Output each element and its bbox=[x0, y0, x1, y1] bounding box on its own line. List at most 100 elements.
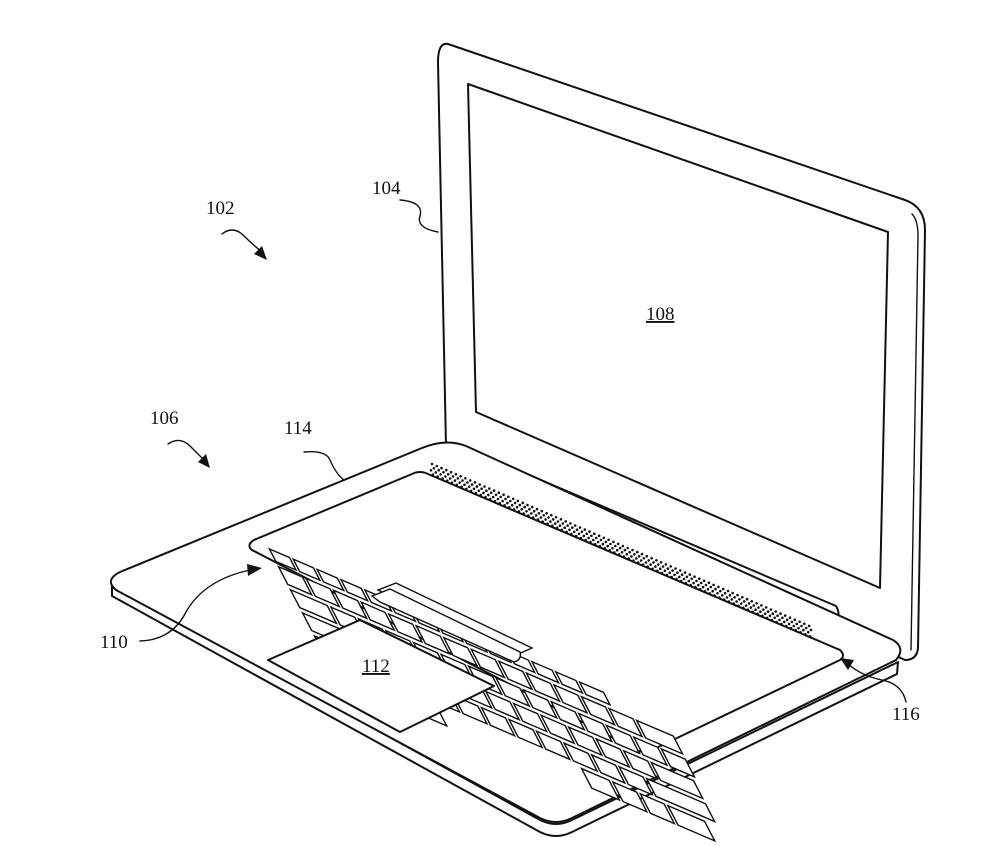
grille-hole bbox=[498, 501, 502, 505]
top-case-surface bbox=[109, 441, 902, 823]
grille-hole bbox=[507, 495, 510, 499]
grille-hole bbox=[561, 522, 565, 525]
grille-hole bbox=[702, 579, 706, 583]
grille-hole bbox=[439, 473, 442, 476]
grille-hole bbox=[606, 544, 609, 548]
keyboard-well bbox=[248, 471, 844, 753]
grille-hole bbox=[475, 485, 479, 488]
grille-hole bbox=[697, 583, 700, 587]
key-r4-c7 bbox=[535, 729, 572, 761]
grille-hole bbox=[453, 479, 457, 482]
grille-hole bbox=[527, 514, 530, 517]
grille-hole bbox=[698, 577, 701, 580]
grille-hole bbox=[537, 512, 541, 515]
grille-hole bbox=[467, 485, 471, 489]
grille-hole bbox=[459, 475, 462, 478]
grille-hole bbox=[769, 608, 773, 611]
grille-hole bbox=[575, 528, 579, 531]
display-screen bbox=[467, 83, 889, 589]
grille-hole bbox=[504, 497, 507, 501]
grille-hole bbox=[671, 569, 674, 572]
grille-hole bbox=[737, 604, 740, 607]
grille-hole bbox=[623, 548, 627, 552]
grille-hole bbox=[765, 616, 769, 620]
grille-hole bbox=[804, 633, 807, 636]
grille-hole bbox=[460, 485, 463, 489]
grille-hole bbox=[474, 491, 478, 495]
grille-hole bbox=[779, 612, 782, 615]
grille-hole bbox=[725, 596, 729, 599]
grille-hole bbox=[720, 594, 724, 597]
grille-hole bbox=[666, 567, 670, 570]
grille-hole bbox=[480, 487, 483, 491]
grille-hole bbox=[468, 479, 472, 482]
grille-hole bbox=[783, 620, 786, 624]
grille-hole bbox=[771, 612, 775, 615]
label-114: 114 bbox=[284, 418, 312, 439]
grille-hole bbox=[744, 604, 748, 607]
grille-hole bbox=[478, 483, 482, 486]
space-bar-face bbox=[370, 588, 522, 663]
grille-hole bbox=[723, 591, 727, 595]
grille-hole bbox=[793, 618, 797, 621]
grille-hole bbox=[789, 626, 793, 630]
grille-hole bbox=[506, 501, 509, 505]
grille-hole bbox=[497, 491, 501, 495]
grille-hole bbox=[450, 481, 454, 485]
grille-hole bbox=[469, 489, 473, 493]
grille-hole bbox=[615, 548, 619, 552]
key-r0-c1 bbox=[291, 557, 322, 582]
key-r4-c11 bbox=[645, 777, 717, 823]
grille-hole bbox=[525, 510, 528, 513]
grille-hole bbox=[437, 468, 441, 472]
grille-hole bbox=[726, 589, 730, 593]
arrowhead-106 bbox=[198, 454, 210, 468]
key-r0-c11 bbox=[530, 660, 561, 685]
grille-hole bbox=[617, 553, 621, 556]
grille-hole bbox=[763, 612, 767, 616]
grille-hole bbox=[440, 466, 443, 470]
grille-hole bbox=[431, 473, 435, 476]
grille-hole bbox=[508, 506, 511, 509]
grille-hole bbox=[616, 542, 620, 546]
grille-hole bbox=[473, 481, 477, 484]
base bbox=[109, 441, 902, 843]
grille-hole bbox=[756, 612, 759, 616]
grille-hole bbox=[535, 507, 539, 511]
grille-hole bbox=[740, 602, 743, 605]
grille-hole bbox=[621, 544, 625, 548]
grille-hole bbox=[712, 583, 715, 587]
grille-hole bbox=[582, 534, 586, 538]
key-r2-c8 bbox=[522, 688, 559, 720]
key-r1-c11 bbox=[579, 695, 617, 727]
key-r1-c10 bbox=[552, 683, 589, 715]
grille-hole bbox=[521, 501, 524, 505]
grille-hole bbox=[612, 540, 615, 544]
grille-hole bbox=[809, 628, 813, 632]
key-r4-c9 bbox=[590, 753, 627, 785]
grille-hole bbox=[795, 622, 798, 626]
grille-hole bbox=[583, 528, 587, 531]
grille-hole bbox=[794, 628, 797, 632]
display-lid bbox=[437, 42, 926, 661]
grille-hole bbox=[599, 538, 603, 542]
grille-hole bbox=[502, 493, 505, 497]
grille-hole bbox=[603, 547, 607, 550]
grille-hole bbox=[749, 606, 753, 609]
base-bottom-edge bbox=[111, 583, 899, 837]
grille-hole bbox=[488, 497, 492, 501]
grille-hole bbox=[539, 516, 543, 519]
grille-hole bbox=[684, 581, 688, 585]
grille-hole bbox=[449, 470, 453, 474]
grille-hole bbox=[683, 571, 687, 574]
grille-hole bbox=[630, 555, 633, 558]
key-r2-c10 bbox=[577, 712, 614, 743]
grille-hole bbox=[534, 514, 538, 517]
grille-hole bbox=[708, 592, 712, 595]
grille-hole bbox=[613, 551, 616, 554]
grille-hole bbox=[436, 475, 440, 478]
grille-hole bbox=[611, 546, 614, 550]
display-housing-edge bbox=[910, 213, 919, 651]
grille-hole bbox=[722, 598, 726, 601]
grille-hole bbox=[477, 489, 481, 493]
